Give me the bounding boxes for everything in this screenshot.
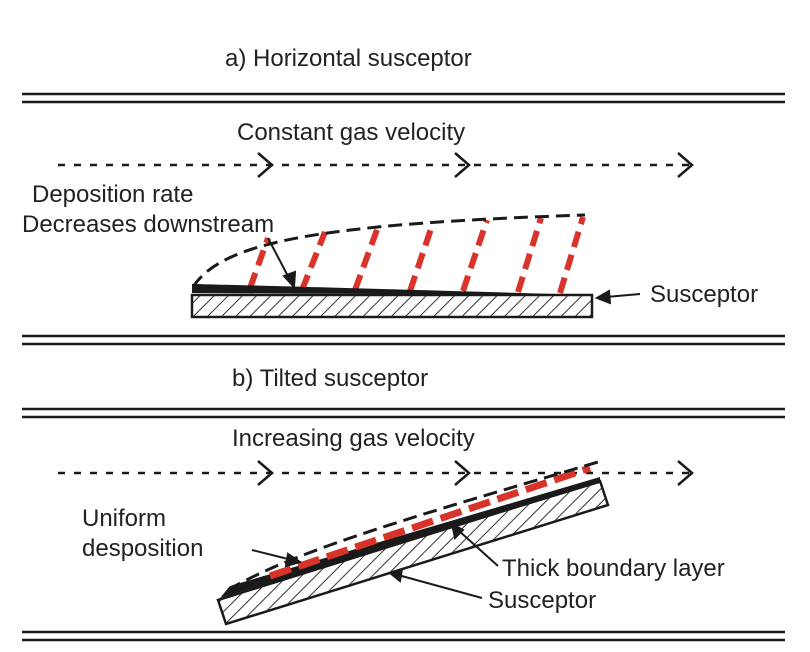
deposition-rate-label-line1: Deposition rate — [32, 181, 193, 208]
panel-b-uniform-leader — [251, 549, 303, 568]
panel-b-deposit-layer — [220, 477, 600, 598]
panel-b-flow-label: Increasing gas velocity — [232, 425, 475, 452]
panel-b-susceptor-leader — [387, 567, 483, 599]
panel-a-deposition-lines — [247, 216, 586, 294]
panel-a-susceptor-label: Susceptor — [650, 281, 758, 308]
panel-b-gas-flow-arrow — [58, 460, 694, 486]
panel-b-boundary-layer — [227, 460, 599, 592]
panel-a-boundary-layer — [191, 213, 586, 288]
boundary-layer-label: Thick boundary layer — [502, 555, 725, 582]
panel-b-tilted: b) Tilted susceptor Increasing gas veloc… — [22, 365, 785, 642]
panel-a-deposit-layer — [192, 284, 592, 295]
panel-b-title: b) Tilted susceptor — [232, 365, 428, 392]
deposition-rate-label-line2: Decreases downstream — [22, 211, 274, 238]
panel-b-susceptor-label: Susceptor — [488, 587, 596, 614]
panel-a-title: a) Horizontal susceptor — [225, 45, 472, 72]
panel-b-bottom-wall — [22, 630, 785, 642]
panel-a-flow-label: Constant gas velocity — [237, 119, 465, 146]
panel-a-susceptor — [190, 293, 594, 319]
panel-b-boundary-leader — [450, 522, 499, 567]
panel-b-deposition-line — [268, 464, 592, 580]
panel-a-bottom-wall — [22, 334, 785, 346]
panel-a-gas-flow-arrow — [58, 152, 694, 178]
panel-a-horizontal: a) Horizontal susceptor Constant gas vel… — [22, 45, 785, 346]
panel-a-top-wall — [22, 92, 785, 104]
panel-b-top-wall — [22, 407, 785, 419]
uniform-label-line1: Uniform — [82, 505, 166, 532]
panel-a-susceptor-arrow — [594, 289, 641, 305]
panel-a-deposition-leader — [267, 237, 297, 290]
uniform-label-line2: desposition — [82, 535, 203, 562]
